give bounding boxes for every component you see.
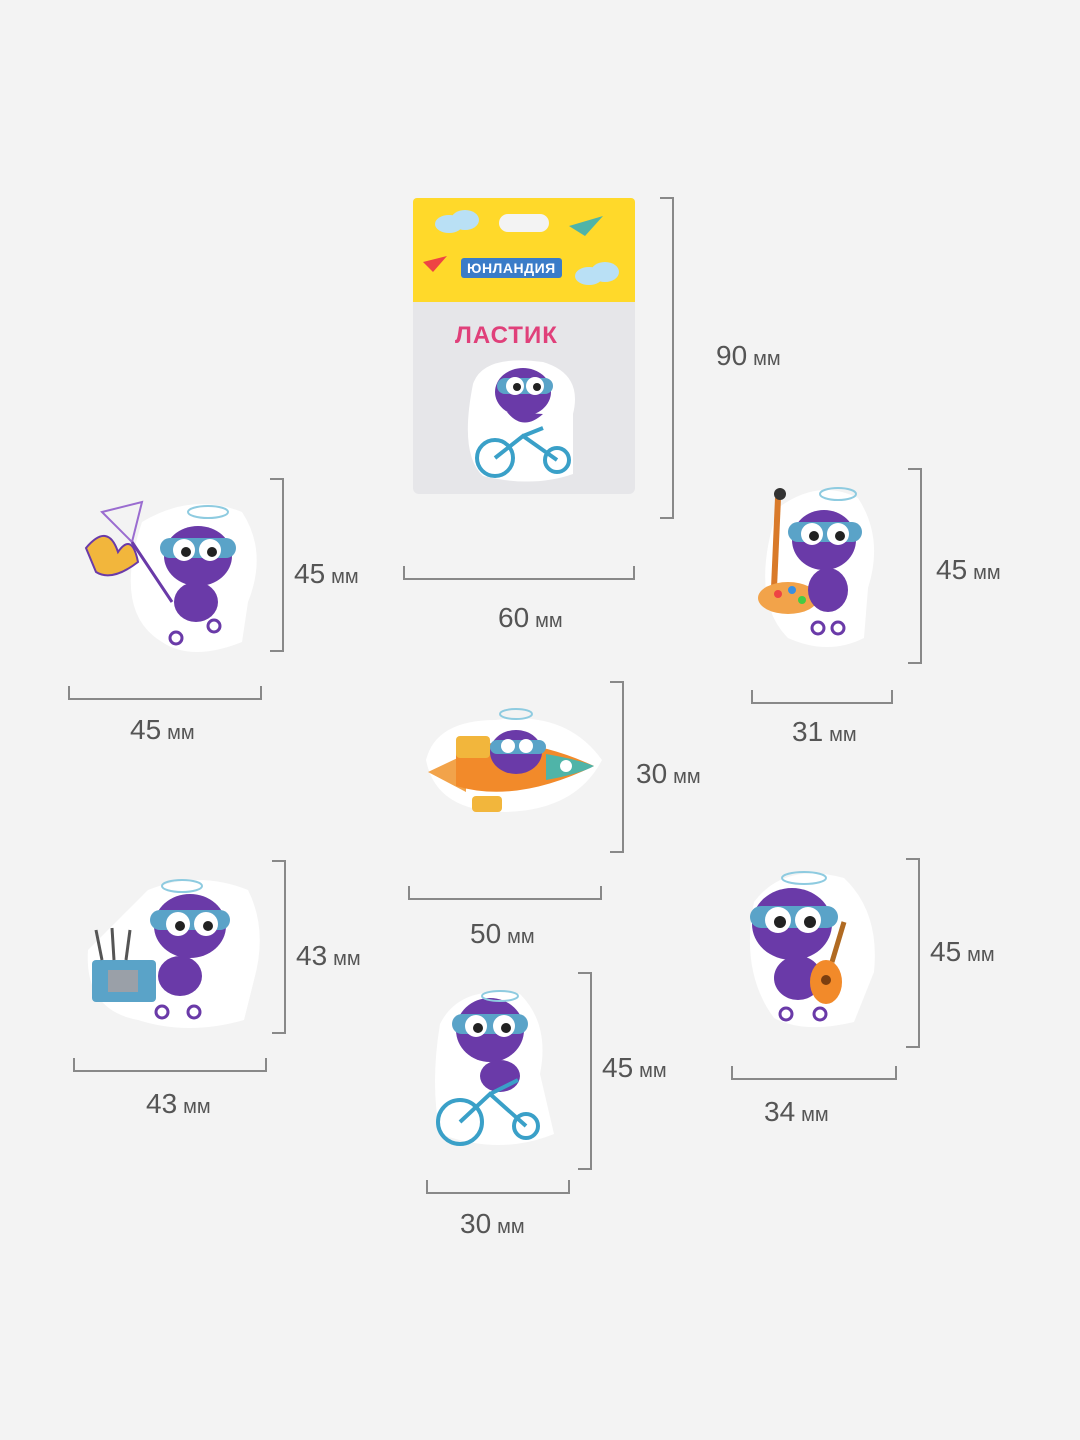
package-window: ЛАСТИК: [413, 302, 635, 494]
width-bracket: [403, 566, 635, 580]
hang-hole: [499, 214, 549, 232]
height-bracket: [660, 197, 674, 519]
package-title: ЛАСТИК: [455, 322, 558, 349]
eraser-package: ЮНЛАНДИЯ ЛАСТИК: [413, 198, 635, 494]
bicycle-eraser-in-package: [467, 360, 575, 482]
toolbox-eraser: [87, 879, 260, 1028]
width-bracket: [408, 886, 602, 900]
height-bracket: [906, 858, 920, 1048]
width-bracket: [731, 1066, 897, 1080]
width-bracket: [751, 690, 893, 704]
paper-plane-icon: [569, 216, 603, 236]
paper-plane-icon: [423, 256, 447, 272]
height-bracket: [610, 681, 624, 853]
width-bracket: [68, 686, 262, 700]
height-bracket: [270, 478, 284, 652]
painter-eraser: [758, 487, 875, 647]
brand-logo: ЮНЛАНДИЯ: [461, 258, 562, 278]
cloud-icon: [435, 210, 479, 233]
width-bracket: [73, 1058, 267, 1072]
height-bracket: [908, 468, 922, 664]
guitar-eraser: [749, 871, 875, 1028]
height-bracket: [578, 972, 592, 1170]
butterfly-net-eraser: [84, 500, 257, 652]
package-header: ЮНЛАНДИЯ: [413, 198, 635, 302]
height-bracket: [272, 860, 286, 1034]
rocket-eraser: [426, 708, 602, 812]
cloud-icon: [575, 262, 619, 285]
width-bracket: [426, 1180, 570, 1194]
bicycle-eraser: [435, 990, 554, 1146]
